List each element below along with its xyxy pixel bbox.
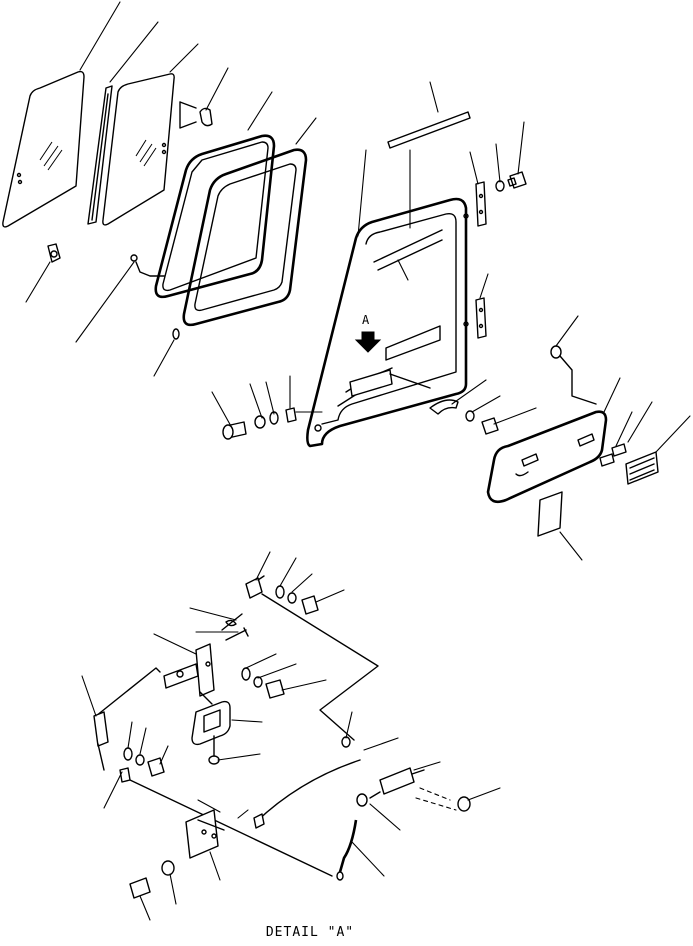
detail-bolt-bottom [129, 877, 151, 899]
detail-link-rod [261, 593, 379, 741]
washer-lower-left-a [254, 415, 266, 429]
detail-nut [161, 860, 175, 876]
washer-handle [465, 410, 475, 422]
detail-spring [221, 613, 243, 631]
detail-bolt-left [147, 757, 165, 777]
spacer-plate-a [599, 453, 615, 467]
linkage-rod [135, 261, 165, 277]
detail-lock-mechanism [163, 643, 215, 705]
hinge-upper [475, 181, 487, 227]
window-seal-frame [154, 134, 276, 299]
detail-washer-f [135, 754, 145, 766]
detail-leader-lines [81, 551, 501, 921]
upper-leader-lines [25, 1, 691, 561]
hinge-pin [285, 407, 297, 423]
door-lock-assembly [349, 369, 431, 397]
detail-bolt-top [301, 595, 319, 615]
detail-inner-handle [191, 700, 231, 746]
detail-washer-e [123, 747, 133, 761]
detail-bent-rod [336, 819, 358, 881]
small-washer [130, 254, 138, 262]
detail-nut-right [457, 796, 471, 812]
detail-release-cable [255, 759, 361, 823]
pull-handle [429, 399, 459, 415]
glass-pane-inner [102, 73, 175, 226]
latch-cover [625, 451, 659, 485]
upper-clip [179, 101, 213, 129]
detail-caption: DETAIL "A" [265, 925, 355, 940]
detail-cable-end [253, 813, 265, 829]
detail-washer-d [253, 676, 263, 688]
view-marker-label: A [362, 313, 370, 327]
glass-pane-outer [2, 70, 85, 228]
caution-label-sheet [537, 491, 563, 537]
detail-assembly-dash-2 [415, 797, 457, 811]
bolt-handle [481, 417, 499, 435]
detail-guide-line [129, 779, 333, 877]
detail-bolt-mid [265, 679, 285, 699]
trim-clip [550, 345, 597, 405]
spacer [172, 328, 180, 340]
detail-clip [119, 767, 131, 783]
glass-channel-strip [87, 85, 113, 225]
detail-assembly-dash [419, 787, 451, 801]
detail-washer-c [241, 667, 251, 681]
bolt-lower-left [222, 421, 247, 440]
detail-grommet [356, 793, 368, 807]
lower-latch [47, 243, 61, 263]
hinge-lower [475, 297, 487, 339]
bolt-upper-right [507, 171, 527, 189]
detail-striker-bracket [185, 809, 225, 859]
detail-washer-b [287, 592, 297, 604]
door-trim-panel [486, 410, 608, 504]
detail-lock-actuator [369, 767, 425, 799]
spacer-plate-b [611, 443, 627, 457]
detail-left-rod [93, 667, 161, 771]
door-top-rod [387, 111, 471, 149]
window-sash-frame [182, 148, 308, 327]
detail-top-lever [245, 575, 265, 599]
detail-washer-a [275, 585, 285, 599]
detail-pin [225, 627, 249, 641]
view-marker-arrow: A [354, 313, 382, 353]
